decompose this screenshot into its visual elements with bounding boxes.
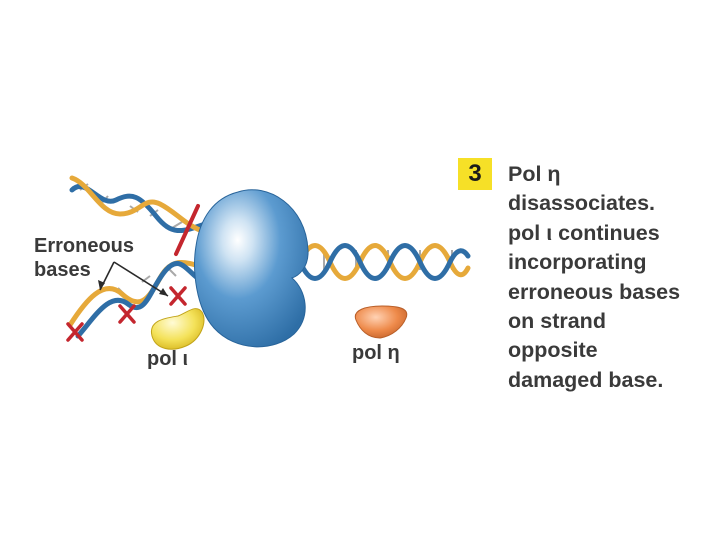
step-description: Pol η disassociates. pol ι continues inc… [508, 160, 708, 395]
step-description-line: Pol η [508, 162, 561, 186]
step-description-line: erroneous bases [508, 279, 681, 304]
lower-helix [67, 260, 208, 339]
error-x-mark [169, 286, 187, 306]
pol-eta-label: pol η [352, 342, 400, 364]
step-description-line: on strand [508, 309, 606, 334]
arrow-head-upper [159, 288, 168, 296]
error-x-mark [66, 322, 84, 342]
error-slash-mark [174, 204, 200, 256]
erroneous-label-line2: bases [34, 259, 91, 281]
right-helix [297, 243, 471, 281]
step-description-line: disassociates. [508, 191, 656, 216]
erroneous-label-line1: Erroneous [34, 235, 135, 257]
error-marks [66, 204, 200, 342]
erroneous-bases-label: Erroneous bases [34, 234, 134, 282]
pol-iota-label: pol ι [147, 348, 189, 370]
upper-helix-gold-strand [69, 175, 208, 235]
pol-eta-shape [354, 305, 408, 339]
step-description-line: opposite [508, 338, 598, 363]
pointer-arrows [98, 261, 169, 297]
right-helix-blue-strand [297, 243, 471, 281]
error-x-mark [118, 304, 136, 324]
step-description-line: incorporating [508, 250, 647, 275]
arrow-to-upper-error [113, 261, 169, 297]
step-description-line: damaged base. [508, 367, 664, 392]
step-description-line: pol ι continues [508, 220, 660, 245]
lower-helix-blue-strand [75, 261, 208, 339]
polymerase-complex [194, 189, 309, 348]
arrow-head-lower [98, 280, 105, 290]
upper-helix-rung [171, 221, 183, 229]
pol-iota-shape [150, 308, 205, 350]
upper-helix [69, 175, 208, 235]
step-number-badge: 3 [458, 158, 492, 190]
